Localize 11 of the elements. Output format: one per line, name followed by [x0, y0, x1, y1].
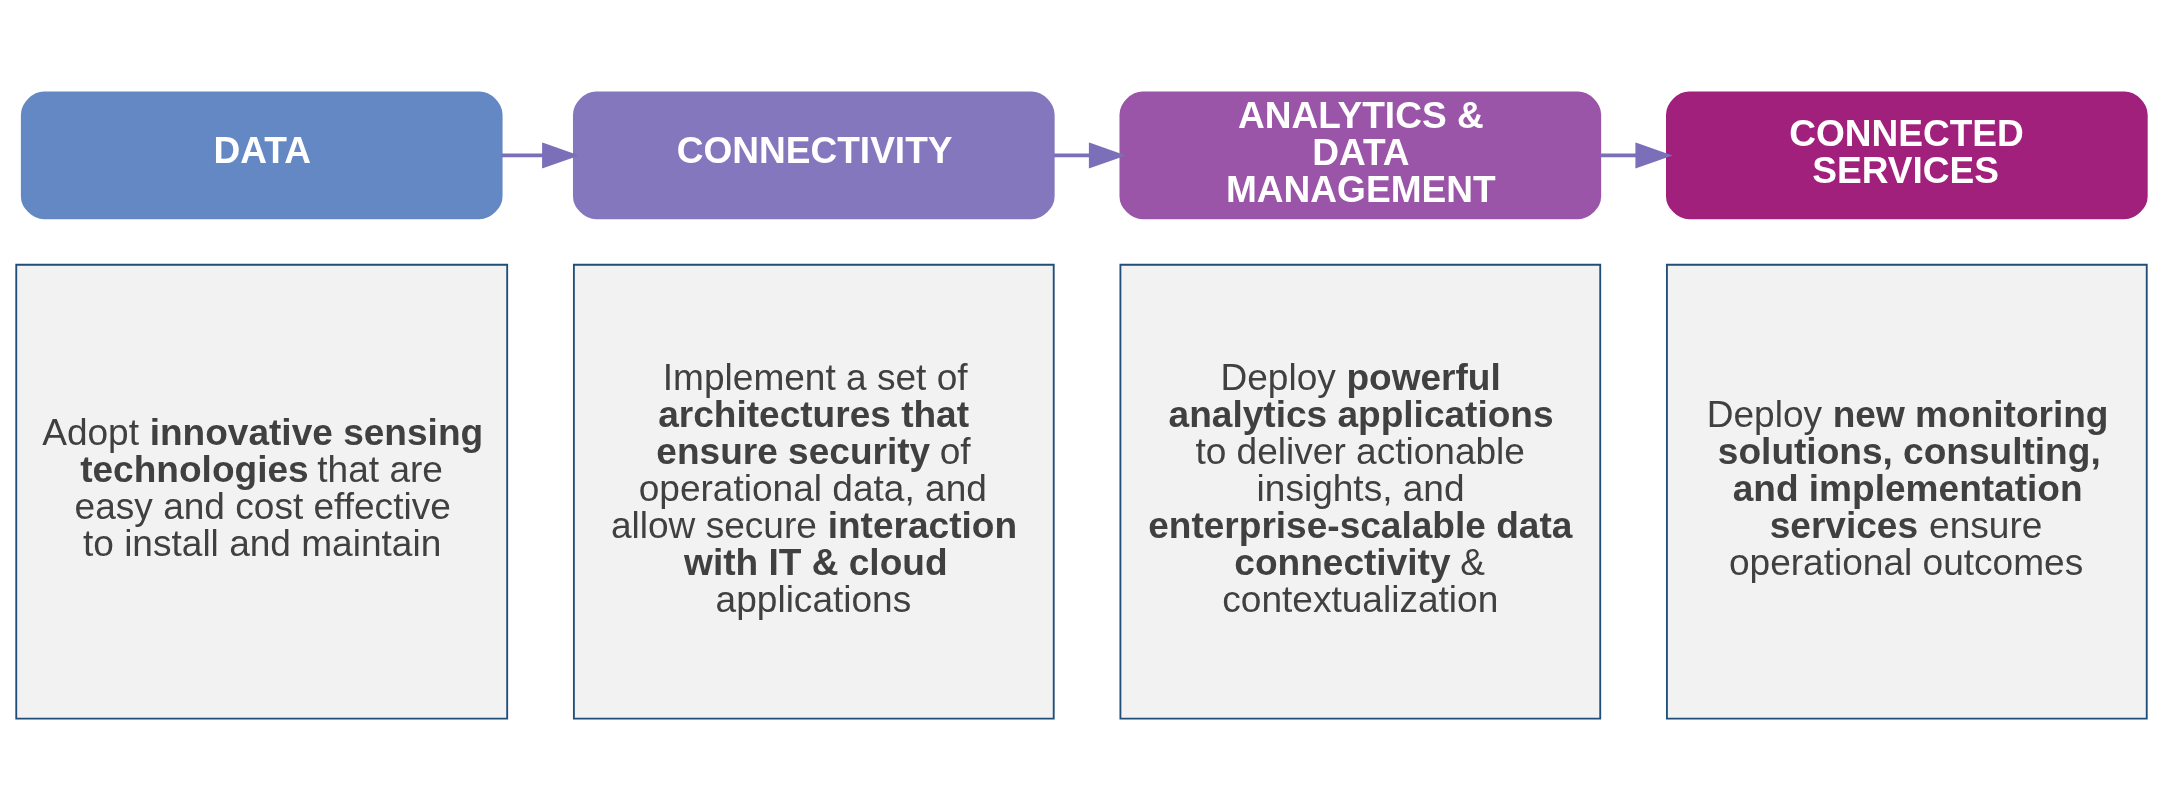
node-box: Deploy new monitoring solutions, consulting, and implementation services ensure operational outcomes: [1666, 263, 2148, 719]
node-box: CONNECTED SERVICES: [1666, 91, 2148, 219]
arrow: [501, 141, 580, 168]
arrow: [1053, 141, 1126, 168]
arrow: [1600, 141, 1673, 168]
node-box: CONNECTIVITY: [572, 91, 1055, 219]
node-box: DATA: [20, 91, 503, 219]
node-box: ANALYTICS & DATA MANAGEMENT: [1119, 91, 1602, 219]
node-box: Deploy powerful analytics applications to deliver actionable insights, and enterprise-scalable data connectivity & contextualization: [1119, 263, 1602, 719]
node-box: Adopt innovative sensing technologies that are easy and cost effective to install and maintain: [15, 263, 509, 719]
node-box: Implement a set of architectures that ensure security of operational data, and allow secure interaction with IT & cloud applications: [572, 263, 1055, 719]
